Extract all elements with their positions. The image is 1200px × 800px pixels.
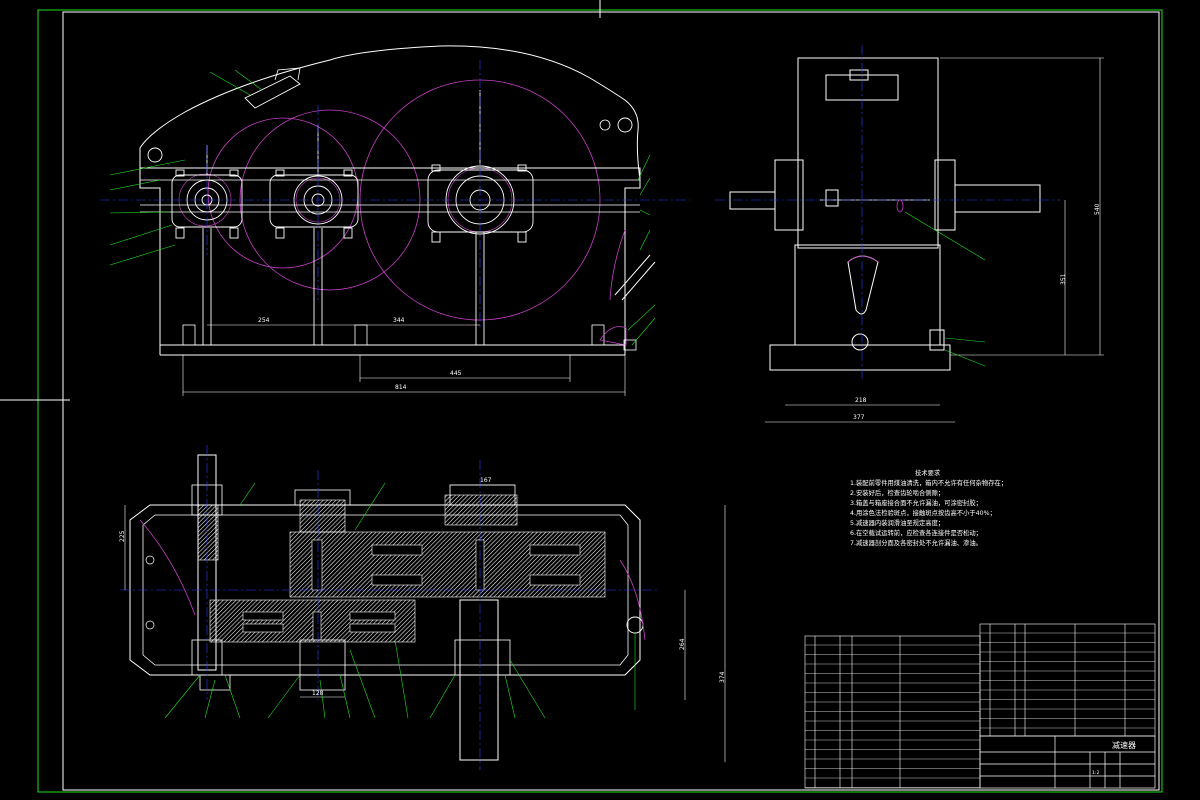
front-view: 254 344 445 814 (100, 45, 690, 396)
technical-requirements: 技术要求 1.装配前零件用煤油清洗，箱内不允许有任何杂物存在； 2.安装好后，检… (850, 468, 1007, 547)
dim-side-width-1: 218 (855, 397, 867, 404)
tech-req-heading: 技术要求 (915, 468, 941, 477)
tech-req-item-2: 2.安装好后，检查齿轮啮合侧隙； (850, 488, 944, 497)
tech-req-item-5: 5.减速器内装润滑油至规定高度； (850, 518, 944, 527)
dim-side-width-2: 377 (853, 414, 865, 421)
plan-view: 374 225 264 167 128 (119, 445, 726, 770)
side-view: 540 351 218 377 (715, 45, 1104, 423)
dim-front-span-1: 445 (450, 370, 462, 377)
dim-side-height-1: 540 (1094, 203, 1101, 215)
title-block (979, 735, 1156, 789)
dim-plan-d: 128 (312, 690, 324, 697)
dim-plan-a: 225 (119, 530, 126, 542)
gear-circle-1 (207, 117, 359, 269)
dim-front-center-1: 254 (258, 317, 270, 324)
title-block-scale: 1:2 (1092, 770, 1099, 776)
tech-req-item-7: 7.减速器剖分面及各密封处不允许漏油、渗油。 (850, 538, 982, 547)
dim-plan-c: 167 (480, 477, 492, 484)
dim-plan-width: 374 (719, 671, 726, 683)
tech-req-item-6: 6.在空载试运转前，应检查各连接件是否松动； (850, 528, 982, 537)
plan-outline (129, 504, 641, 676)
tech-req-item-4: 4.用涂色法检验斑点，接触斑点按齿高不小于40%； (850, 508, 996, 517)
inner-frame (62, 11, 1160, 791)
tech-req-item-1: 1.装配前零件用煤油清洗，箱内不允许有任何杂物存在； (850, 478, 1007, 487)
dim-front-span-2: 814 (395, 384, 407, 391)
title-block-name: 减速器 (1112, 740, 1136, 750)
dim-front-center-2: 344 (393, 317, 405, 324)
housing-cover (139, 45, 641, 181)
dim-plan-b: 264 (679, 638, 686, 650)
tech-req-item-3: 3.箱盖与箱座接合面不允许漏油，可涂密封胶； (850, 498, 982, 507)
parts-list-rows (805, 632, 1155, 788)
dim-side-height-2: 351 (1060, 273, 1067, 285)
gear-section (197, 494, 606, 643)
